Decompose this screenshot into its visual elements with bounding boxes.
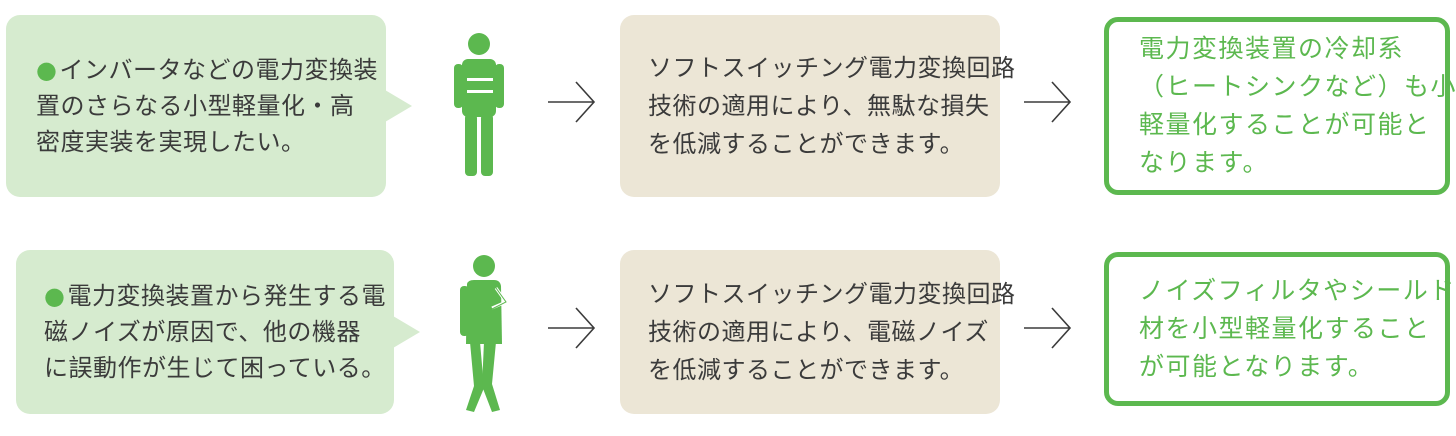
solution-text: ソフトスイッチング電力変換回路 技術の適用により、電磁ノイズ を低減することがで… bbox=[648, 280, 1016, 384]
problem-bubble: ●電力変換装置から発生する電 磁ノイズが原因で、他の機器 に誤動作が生じて困って… bbox=[16, 250, 420, 414]
arrow-right-icon bbox=[1024, 307, 1072, 349]
result-text: ノイズフィルタやシールド 材を小型軽量化すること が可能となります。 bbox=[1139, 276, 1456, 381]
problem-bubble: ●インバータなどの電力変換装 置のさらなる小型軽量化・高 密度実装を実現したい。 bbox=[6, 15, 412, 197]
solution-box: ソフトスイッチング電力変換回路 技術の適用により、電磁ノイズ を低減することがで… bbox=[620, 250, 1015, 414]
person-standing-icon bbox=[454, 33, 504, 176]
result-box: ノイズフィルタやシールド 材を小型軽量化すること が可能となります。 bbox=[1104, 252, 1454, 406]
solution-box: ソフトスイッチング電力変換回路 技術の適用により、無駄な損失 を低減することがで… bbox=[620, 15, 1015, 197]
bullet-icon: ● bbox=[36, 56, 58, 84]
arrow-right-icon bbox=[1024, 81, 1072, 123]
result-box: 電力変換装置の冷却系 （ヒートシンクなど）も小型 軽量化することが可能と なりま… bbox=[1104, 17, 1456, 195]
result-text: 電力変換装置の冷却系 （ヒートシンクなど）も小型 軽量化することが可能と なりま… bbox=[1139, 34, 1456, 177]
arrow-right-icon bbox=[548, 307, 596, 349]
problem-text: ●電力変換装置から発生する電 磁ノイズが原因で、他の機器 に誤動作が生じて困って… bbox=[44, 282, 386, 382]
flow-row-1: ●インバータなどの電力変換装 置のさらなる小型軽量化・高 密度実装を実現したい。… bbox=[0, 0, 1456, 200]
problem-text: ●インバータなどの電力変換装 置のさらなる小型軽量化・高 密度実装を実現したい。 bbox=[36, 56, 378, 156]
bullet-icon: ● bbox=[44, 282, 66, 310]
solution-text: ソフトスイッチング電力変換回路 技術の適用により、無駄な損失 を低減することがで… bbox=[648, 54, 1016, 158]
arrow-right-icon bbox=[548, 81, 596, 123]
flow-row-2: ●電力変換装置から発生する電 磁ノイズが原因で、他の機器 に誤動作が生じて困って… bbox=[0, 236, 1456, 436]
person-thinking-icon bbox=[460, 255, 509, 412]
